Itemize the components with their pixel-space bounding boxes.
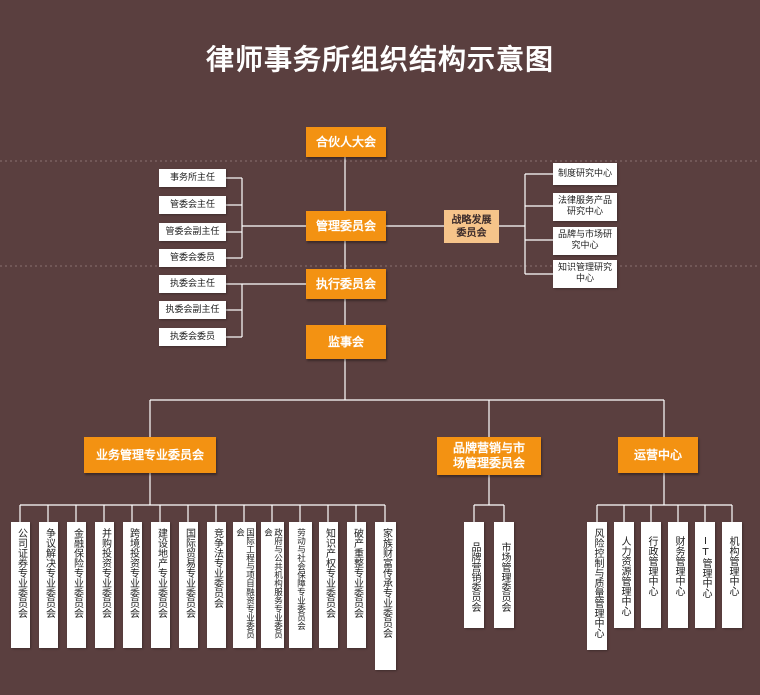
business-committee-item: 家族财富传承专业委员会: [375, 522, 396, 670]
page-title: 律师事务所组织结构示意图: [205, 43, 554, 76]
ops-center-item: IT管理中心: [695, 522, 715, 628]
business-committee-item: 金融保险专业委员会: [67, 522, 86, 648]
research-center-box: 品牌与市场研究中心: [553, 227, 617, 255]
business-committee-item: 竞争法专业委员会: [207, 522, 226, 648]
research-center-box: 法律服务产品研究中心: [553, 193, 617, 221]
research-center-box: 制度研究中心: [553, 163, 617, 185]
ops-center-item: 风险控制与质量管理中心: [587, 522, 607, 650]
partners-meeting-box: 合伙人大会: [306, 127, 386, 157]
research-center-box: 知识管理研究中心: [553, 260, 617, 288]
ops-center-item: 财务管理中心: [668, 522, 688, 628]
strategy-committee-box: 战略发展委员会: [444, 210, 499, 243]
business-committee-item: 政府与公共机构服务专业委员会: [261, 522, 284, 648]
business-committee-item: 公司证券专业委员会: [11, 522, 30, 648]
role-box: 管委会委员: [159, 249, 226, 267]
exec-role-box: 执委会主任: [159, 275, 226, 293]
ops-center-item: 机构管理中心: [722, 522, 742, 628]
business-committee-item: 破产重整专业委员会: [347, 522, 366, 648]
brand-committee-item: 品牌营销委员会: [464, 522, 484, 628]
business-committee-item: 知识产权专业委员会: [319, 522, 338, 648]
business-committee-item: 国际工程与项目融资专业委员会: [233, 522, 256, 648]
business-committee-item: 并购投资专业委员会: [95, 522, 114, 648]
executive-committee-box: 执行委员会: [306, 269, 386, 299]
exec-role-box: 执委会副主任: [159, 301, 226, 319]
business-committee-item: 建设地产专业委员会: [151, 522, 170, 648]
role-box: 管委会副主任: [159, 223, 226, 241]
exec-role-box: 执委会委员: [159, 328, 226, 346]
business-committee-item: 劳动与社会保障专业委员会: [289, 522, 312, 648]
role-box: 事务所主任: [159, 169, 226, 187]
supervisory-board-box: 监事会: [306, 325, 386, 359]
operations-center-box: 运营中心: [618, 437, 698, 473]
business-committee-item: 跨境投资专业委员会: [123, 522, 142, 648]
business-committee-box: 业务管理专业委员会: [84, 437, 216, 473]
brand-committee-box: 品牌营销与市场管理委员会: [437, 437, 541, 475]
ops-center-item: 人力资源管理中心: [614, 522, 634, 628]
business-committee-item: 争议解决专业委员会: [39, 522, 58, 648]
business-committee-item: 国际贸易专业委员会: [179, 522, 198, 648]
brand-committee-item: 市场管理委员会: [494, 522, 514, 628]
ops-center-item: 行政管理中心: [641, 522, 661, 628]
management-committee-box: 管理委员会: [306, 211, 386, 241]
role-box: 管委会主任: [159, 196, 226, 214]
